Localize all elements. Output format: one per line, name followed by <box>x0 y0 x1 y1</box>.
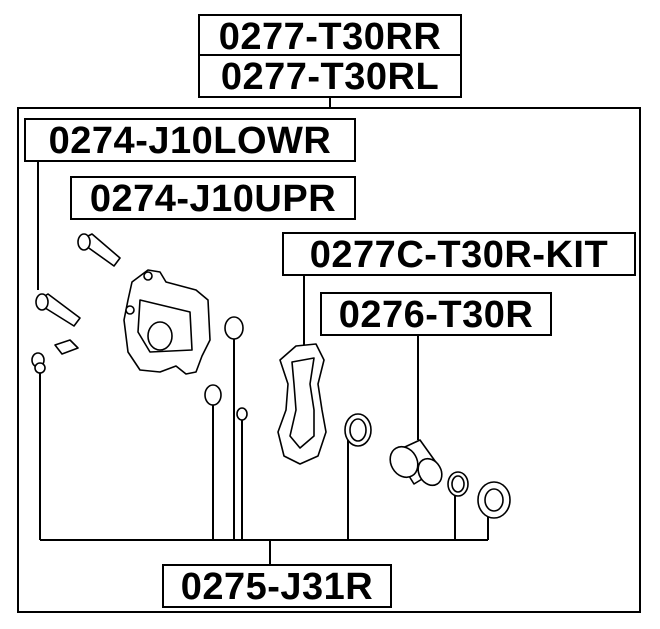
part-number-repair-kit: 0275-J31R <box>162 564 392 608</box>
part-number-upper-guide-pin: 0274-J10UPR <box>70 176 356 220</box>
caliper-body-drawing <box>123 269 211 375</box>
bleeder-screw-drawing <box>31 339 79 374</box>
part-number-pad-kit: 0277C-T30R-KIT <box>282 232 636 276</box>
retainer-ring-drawing <box>447 471 469 497</box>
upper-guide-pin-drawing <box>77 233 121 267</box>
part-number-piston: 0276-T30R <box>320 292 552 336</box>
part-number-lower-guide-pin: 0274-J10LOWR <box>24 118 356 162</box>
guide-boot-drawing <box>204 316 248 421</box>
part-number-assembly-rl: 0277-T30RL <box>198 54 462 98</box>
piston-seal-drawing <box>344 413 372 447</box>
piston-drawing <box>389 439 443 487</box>
lower-guide-pin-drawing <box>35 293 81 327</box>
dust-boot-drawing <box>477 481 511 519</box>
part-number-assembly-rr: 0277-T30RR <box>198 14 462 58</box>
pad-bracket-drawing <box>277 343 327 465</box>
